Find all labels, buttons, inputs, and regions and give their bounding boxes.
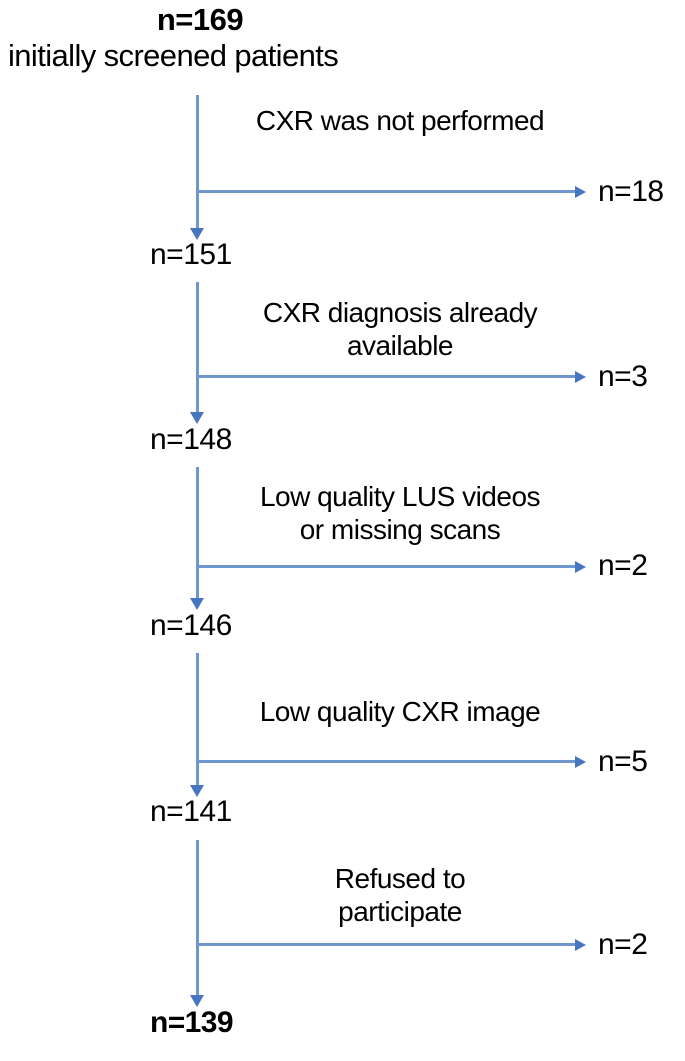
- exclusion-branch-line: [197, 943, 576, 946]
- exclusion-reason-line: Refused to: [334, 863, 466, 894]
- exclusion-reason-label: CXR was not performed: [210, 104, 590, 137]
- arrow-right-icon: [575, 756, 586, 768]
- stage-connector-line: [196, 653, 199, 785]
- exclusion-count: n=2: [598, 928, 648, 961]
- stage-result-count: n=141: [150, 795, 232, 828]
- arrow-right-icon: [575, 939, 586, 951]
- exclusion-branch-line: [197, 565, 576, 568]
- exclusion-reason-line: participate: [338, 896, 462, 927]
- stage-connector-line: [196, 840, 199, 995]
- header-initial-count: n=169: [156, 2, 244, 37]
- exclusion-reason-line: Low quality LUS videos: [259, 481, 541, 512]
- exclusion-reason-line: or missing scans: [299, 514, 501, 545]
- exclusion-reason-label: Low quality CXR image: [210, 695, 590, 728]
- stage-connector-line: [196, 282, 199, 412]
- arrow-down-icon: [190, 785, 204, 797]
- arrow-right-icon: [575, 371, 586, 383]
- exclusion-branch-line: [197, 375, 576, 378]
- stage-result-count: n=148: [150, 423, 232, 456]
- stage-result-count: n=151: [150, 238, 232, 271]
- arrow-down-icon: [190, 598, 204, 610]
- exclusion-count: n=2: [598, 549, 648, 582]
- stage-connector-line: [196, 95, 199, 228]
- exclusion-branch-line: [197, 760, 576, 763]
- exclusion-count: n=18: [598, 175, 664, 208]
- exclusion-branch-line: [197, 190, 576, 193]
- exclusion-reason-line: available: [346, 330, 454, 361]
- arrow-right-icon: [575, 186, 586, 198]
- exclusion-count: n=3: [598, 360, 648, 393]
- arrow-down-icon: [190, 995, 204, 1007]
- exclusion-reason-line: CXR was not performed: [255, 105, 545, 136]
- exclusion-reason-line: CXR diagnosis already: [262, 297, 538, 328]
- arrow-right-icon: [575, 561, 586, 573]
- arrow-down-icon: [190, 412, 204, 424]
- exclusion-count: n=5: [598, 745, 648, 778]
- stage-connector-line: [196, 467, 199, 598]
- arrow-down-icon: [190, 228, 204, 240]
- stage-result-count: n=146: [150, 609, 232, 642]
- stage-result-count: n=139: [150, 1006, 234, 1039]
- header-initial-description: initially screened patients: [8, 38, 339, 73]
- exclusion-reason-line: Low quality CXR image: [259, 696, 541, 727]
